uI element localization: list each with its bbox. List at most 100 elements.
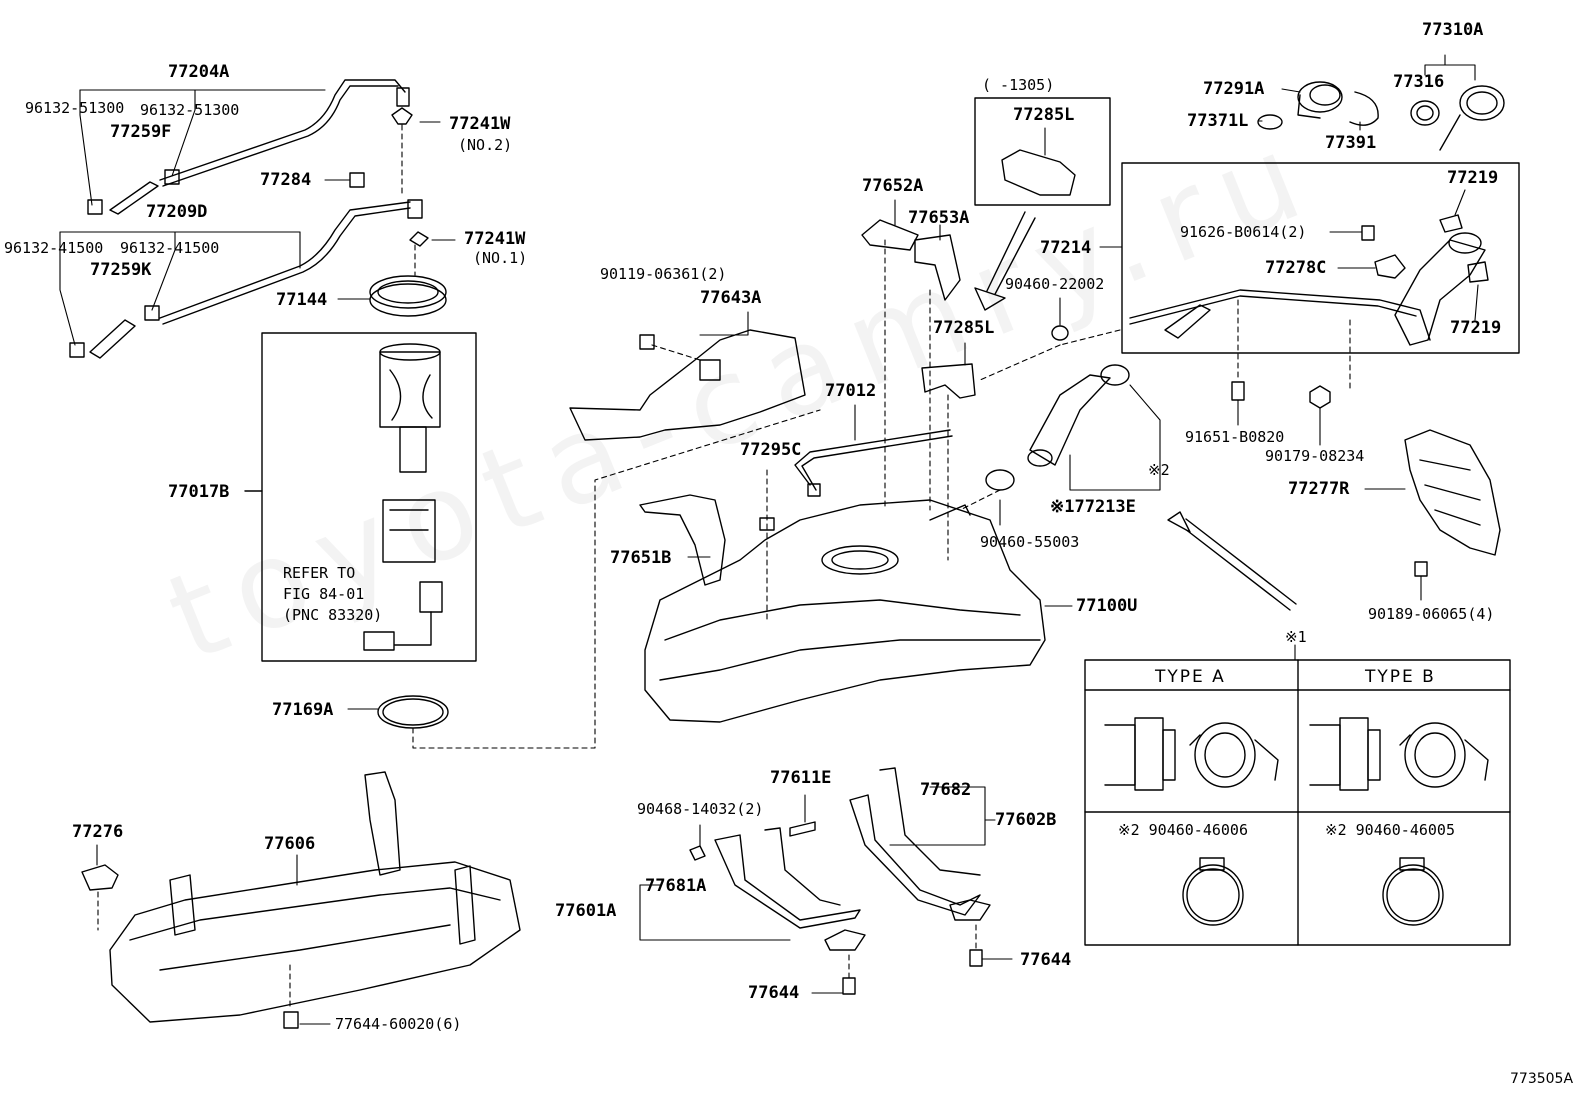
- label-77606[interactable]: 77606: [264, 834, 316, 854]
- type-a-header: TYPE A: [1155, 667, 1226, 687]
- label-90189-06065[interactable]: 90189-06065(4): [1368, 605, 1495, 623]
- label-77316[interactable]: 77316: [1393, 72, 1445, 92]
- dashed-lines-top-left: [401, 124, 416, 276]
- bracket-77278C[interactable]: [1374, 254, 1406, 279]
- label-96132-41500-left[interactable]: 96132-41500: [4, 239, 104, 257]
- lock-ring[interactable]: [369, 275, 447, 317]
- gasket[interactable]: [377, 695, 449, 729]
- inset-box-77285L: [974, 97, 1111, 206]
- label-77602B[interactable]: 77602B: [995, 810, 1057, 830]
- nut-90460-22002[interactable]: [1051, 325, 1069, 341]
- label-77643A[interactable]: 77643A: [700, 288, 762, 308]
- label-77213E[interactable]: ※177213E: [1050, 497, 1136, 517]
- fuel-tube-77012[interactable]: [794, 429, 953, 497]
- arrow-inset: [974, 211, 1036, 311]
- diagram-code: 773505A: [1510, 1071, 1574, 1087]
- label-77285L[interactable]: 77285L: [933, 318, 995, 338]
- label-90460-22002[interactable]: 90460-22002: [1005, 275, 1105, 293]
- bolt-77611E[interactable]: [789, 821, 816, 837]
- label-77611E[interactable]: 77611E: [770, 768, 832, 788]
- label-77644-b[interactable]: 77644: [1020, 950, 1072, 970]
- label-91626-B0614[interactable]: 91626-B0614(2): [1180, 223, 1307, 241]
- bolt-77644-b[interactable]: [969, 949, 983, 967]
- label-77100U[interactable]: 77100U: [1076, 596, 1138, 616]
- protector-77643A[interactable]: [569, 329, 806, 441]
- label-77219-bottom[interactable]: 77219: [1450, 318, 1502, 338]
- label-96132-51300-left[interactable]: 96132-51300: [25, 99, 125, 117]
- filler-pipe[interactable]: [1129, 232, 1486, 346]
- label-77017B[interactable]: 77017B: [168, 482, 230, 502]
- fuel-pump-module[interactable]: [379, 343, 441, 473]
- label-77644-60020[interactable]: 77644-60020(6): [335, 1015, 462, 1033]
- clamp-90460-55003[interactable]: [985, 469, 1015, 491]
- label-77241W-no2[interactable]: 77241W: [449, 114, 511, 134]
- fuel-filter[interactable]: [382, 499, 436, 563]
- label-77144[interactable]: 77144: [276, 290, 328, 310]
- bolt-77644-a[interactable]: [842, 977, 856, 995]
- fuel-line-assembly-lower[interactable]: [89, 199, 423, 359]
- filler-hose-77213E[interactable]: [1027, 364, 1130, 467]
- protector-plate[interactable]: [109, 771, 521, 1023]
- bolt-91626[interactable]: [1361, 225, 1375, 241]
- strap-77681A[interactable]: [714, 827, 866, 951]
- label-77259F[interactable]: 77259F: [110, 122, 172, 142]
- label-77277R[interactable]: 77277R: [1288, 479, 1350, 499]
- label-90179-08234[interactable]: 90179-08234: [1265, 447, 1365, 465]
- clip-77219[interactable]: [1439, 214, 1489, 283]
- label-91651-B0820[interactable]: 91651-B0820: [1185, 428, 1285, 446]
- protector-77651B[interactable]: [639, 494, 726, 586]
- label-77681A[interactable]: 77681A: [645, 876, 707, 896]
- label-77169A[interactable]: 77169A: [272, 700, 334, 720]
- label-77653A[interactable]: 77653A: [908, 208, 970, 228]
- label-77204A[interactable]: 77204A: [168, 62, 230, 82]
- label-77209D[interactable]: 77209D: [146, 202, 208, 222]
- label-77241W-no1[interactable]: 77241W: [464, 229, 526, 249]
- bolt-77644-60020[interactable]: [283, 1011, 299, 1029]
- label-77652A[interactable]: 77652A: [862, 176, 924, 196]
- bolt-90119[interactable]: [639, 334, 655, 350]
- clamp-77285L[interactable]: [921, 363, 976, 399]
- label-77276[interactable]: 77276: [72, 822, 124, 842]
- label-77310A[interactable]: 77310A: [1422, 20, 1484, 40]
- label-77259K[interactable]: 77259K: [90, 260, 152, 280]
- type-a-connector: [1104, 717, 1279, 791]
- fuel-line-assembly-upper[interactable]: [109, 79, 410, 215]
- nut-90468[interactable]: [689, 845, 706, 861]
- sender-gauge[interactable]: [363, 581, 443, 651]
- cap-77310A[interactable]: [1439, 85, 1505, 151]
- label-90119-06361[interactable]: 90119-06361(2): [600, 265, 727, 283]
- bracket-77276[interactable]: [81, 864, 119, 891]
- label-77601A[interactable]: 77601A: [555, 901, 617, 921]
- label-77295C[interactable]: 77295C: [740, 440, 802, 460]
- strap-77682[interactable]: [849, 767, 991, 921]
- pad-77652A[interactable]: [861, 219, 919, 251]
- gasket-77371L[interactable]: [1257, 114, 1283, 130]
- label-77278C[interactable]: 77278C: [1265, 258, 1327, 278]
- fuel-inlet-box-77277R[interactable]: [1404, 429, 1501, 556]
- pad-77653A[interactable]: [914, 234, 961, 301]
- bolt-91651[interactable]: [1231, 381, 1245, 401]
- label-77285L-inset[interactable]: 77285L: [1013, 105, 1075, 125]
- label-90468-14032[interactable]: 90468-14032(2): [637, 800, 764, 818]
- type-b-clamp-label: ※2 90460-46005: [1325, 821, 1455, 839]
- label-77391[interactable]: 77391: [1325, 133, 1377, 153]
- label-77012[interactable]: 77012: [825, 381, 877, 401]
- label-77682[interactable]: 77682: [920, 780, 972, 800]
- label-77291A[interactable]: 77291A: [1203, 79, 1265, 99]
- label-96132-51300-right[interactable]: 96132-51300: [140, 101, 240, 119]
- label-77644-a[interactable]: 77644: [748, 983, 800, 1003]
- fuel-tank[interactable]: [644, 499, 1046, 723]
- label-77284[interactable]: 77284: [260, 170, 312, 190]
- label-77214[interactable]: 77214: [1040, 238, 1092, 258]
- ring-77391[interactable]: [1349, 91, 1379, 126]
- nut-90179[interactable]: [1309, 385, 1331, 409]
- gasket-77316[interactable]: [1410, 100, 1440, 126]
- screw-90189[interactable]: [1414, 561, 1428, 577]
- label-77651B[interactable]: 77651B: [610, 548, 672, 568]
- filler-neck-77291A[interactable]: [1297, 81, 1343, 119]
- label-96132-41500-right[interactable]: 96132-41500: [120, 239, 220, 257]
- label-77371L[interactable]: 77371L: [1187, 111, 1249, 131]
- label-90460-55003[interactable]: 90460-55003: [980, 533, 1080, 551]
- clamp-inset[interactable]: [1001, 149, 1076, 196]
- label-77219-top[interactable]: 77219: [1447, 168, 1499, 188]
